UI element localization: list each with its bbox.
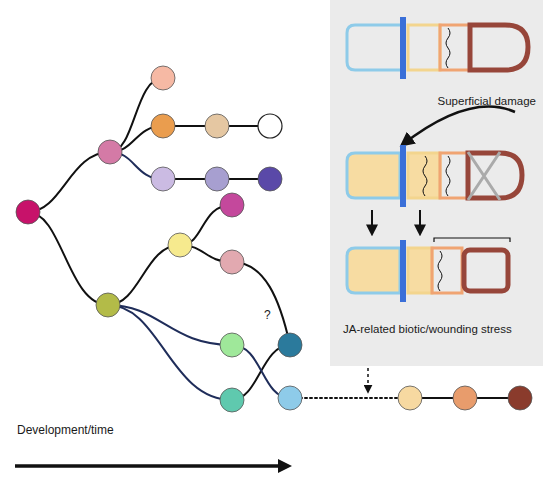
stress-panel: Superficial damageJA-related biotic/woun… [330, 0, 543, 366]
panel-caption: JA-related biotic/wounding stress [343, 322, 539, 336]
time-arrow-head [278, 459, 292, 473]
time-arrow [15, 464, 280, 468]
panel-caption: Superficial damage [426, 94, 536, 108]
axis-label: Development/time [17, 423, 114, 437]
uncertainty-mark: ? [264, 308, 271, 322]
stress-arrow [367, 368, 369, 392]
